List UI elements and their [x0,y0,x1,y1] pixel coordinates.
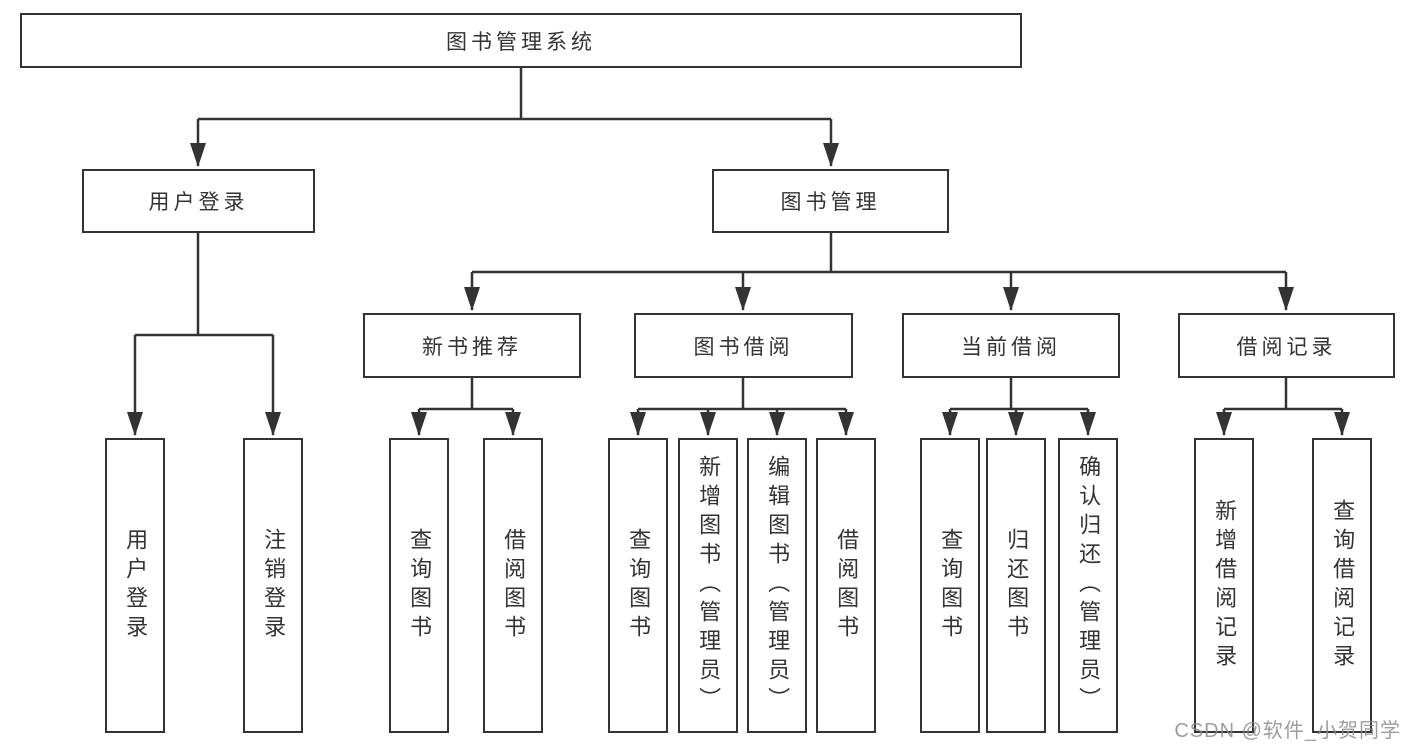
leaf-edit-books-admin: 编辑图书（管理员） [747,438,807,733]
leaf-logout-label: 注销登录 [261,527,287,644]
leaf-query-books-recommend: 查询图书 [389,438,449,733]
leaf-borrow-books-recommend-label: 借阅图书 [501,527,527,644]
connector-current-borrow-to-leaves [942,378,1096,436]
leaf-query-books-borrow-label: 查询图书 [626,527,652,644]
node-new-book-recommend-label: 新书推荐 [422,335,522,359]
leaf-add-books-admin-label: 新增图书（管理员） [696,455,722,716]
connector-book-management-to-level3 [464,233,1294,311]
node-borrow-records: 借阅记录 [1178,313,1395,378]
leaf-query-books-recommend-label: 查询图书 [407,527,433,644]
connector-new-book-recommend-to-leaves [411,378,521,436]
leaf-return-books: 归还图书 [986,438,1046,733]
connector-book-borrow-to-leaves [630,378,854,436]
leaf-query-borrow-record: 查询借阅记录 [1312,438,1372,733]
leaf-add-books-admin: 新增图书（管理员） [678,438,738,733]
leaf-borrow-books: 借阅图书 [816,438,876,733]
node-current-borrow: 当前借阅 [902,313,1120,378]
leaf-user-login-label: 用户登录 [123,527,149,644]
connector-root-to-level2 [190,68,839,167]
leaf-confirm-return-admin: 确认归还（管理员） [1058,438,1118,733]
leaf-logout: 注销登录 [243,438,303,733]
leaf-query-books-current-label: 查询图书 [938,527,964,644]
leaf-query-books-borrow: 查询图书 [608,438,668,733]
node-user-login: 用户登录 [82,169,315,233]
leaf-return-books-label: 归还图书 [1004,527,1030,644]
node-root: 图书管理系统 [20,13,1022,68]
leaf-confirm-return-admin-label: 确认归还（管理员） [1076,455,1102,716]
leaf-edit-books-admin-label: 编辑图书（管理员） [765,455,791,716]
connector-borrow-records-to-leaves [1216,378,1350,436]
node-current-borrow-label: 当前借阅 [961,335,1061,359]
node-book-management: 图书管理 [712,169,949,233]
leaf-query-borrow-record-label: 查询借阅记录 [1330,498,1356,673]
leaf-query-books-current: 查询图书 [920,438,980,733]
node-borrow-records-label: 借阅记录 [1236,335,1337,359]
node-new-book-recommend: 新书推荐 [363,313,581,378]
leaf-add-borrow-record: 新增借阅记录 [1194,438,1254,733]
node-book-management-label: 图书管理 [780,191,881,214]
leaf-add-borrow-record-label: 新增借阅记录 [1212,498,1238,673]
node-user-login-label: 用户登录 [148,191,249,214]
leaf-borrow-books-recommend: 借阅图书 [483,438,543,733]
leaf-borrow-books-label: 借阅图书 [834,527,860,644]
node-book-borrow: 图书借阅 [634,313,853,378]
connector-user-login-to-leaves [127,233,281,436]
watermark: CSDN @软件_小贺同学 [1174,720,1401,742]
node-root-label: 图书管理系统 [446,30,596,54]
leaf-user-login: 用户登录 [105,438,165,733]
node-book-borrow-label: 图书借阅 [693,335,794,359]
